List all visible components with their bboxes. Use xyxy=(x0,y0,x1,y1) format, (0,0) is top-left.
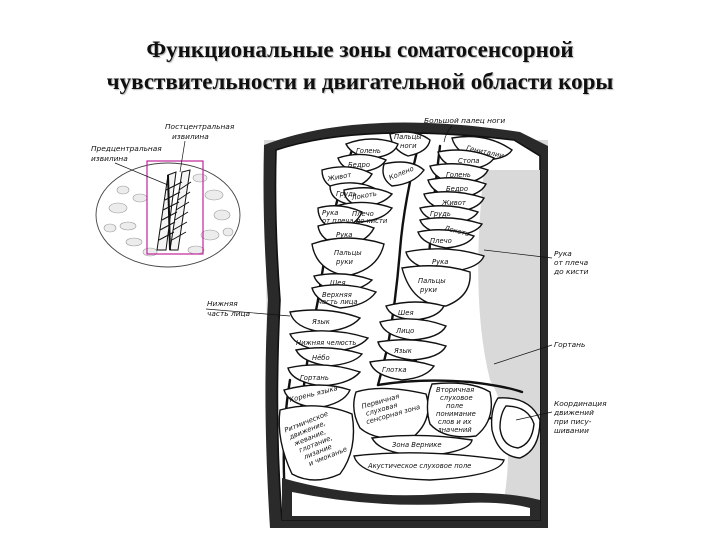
label-arm-outer-3: до кисти xyxy=(553,267,589,276)
motor-labels: Пальцы ноги Голень Бедро Колено Живот Гр… xyxy=(283,133,422,468)
label-lower-face-2: часть лица xyxy=(207,309,251,318)
gyrus-wernicke xyxy=(370,434,473,457)
label-tongue-s: Язык xyxy=(393,347,413,355)
gyrus-rhythm-m xyxy=(278,405,355,481)
slide-title-line-2: чувствительности и двигательной области … xyxy=(106,69,614,94)
label-larynx-m: Гортань xyxy=(300,374,329,382)
label-arm-m-2: от плеча до кисти xyxy=(322,217,388,225)
label-lower-face-1: Нижняя xyxy=(207,299,238,308)
inset-postcentral-label-1: Постцентральная xyxy=(165,122,235,131)
label-palate-m: Нёбо xyxy=(312,354,330,362)
label-face-m-1: Верхняя xyxy=(322,291,352,299)
label-neck-m: Шея xyxy=(330,279,346,287)
gyrus-fingers-m xyxy=(311,237,385,277)
label-tongue-m: Язык xyxy=(311,318,331,326)
label-fingers-s-1: Пальцы xyxy=(418,277,446,285)
label-toes-1: Пальцы xyxy=(394,133,422,141)
label-jaw-m: Нижняя челюсть xyxy=(296,339,356,347)
inset-brain: Постцентральная извилина Предцентральная… xyxy=(91,122,241,268)
gyrus-face-m xyxy=(311,284,378,309)
label-arm-outer-2: от плеча xyxy=(554,258,589,267)
label-chest-s: Грудь xyxy=(430,210,451,218)
label-neck-s: Шея xyxy=(398,309,414,317)
label-fingers-m-1: Пальцы xyxy=(334,249,362,257)
lateral-sulcus xyxy=(376,379,524,394)
gyrus-elbow-m xyxy=(343,187,394,207)
label-abdomen-s: Живот xyxy=(441,199,467,207)
label-aud-secondary-1: Вторичная xyxy=(436,386,474,394)
label-shoulder-s: Плечо xyxy=(430,237,452,245)
outer-labels: Большой палец ноги Рука от плеча до кист… xyxy=(205,116,607,435)
inset-selection-box xyxy=(146,160,204,255)
label-coord-4: шивании xyxy=(554,426,589,435)
label-wernicke: Зона Вернике xyxy=(392,441,442,449)
gyrus-knee xyxy=(382,161,425,187)
label-aud-secondary-4: понимание xyxy=(436,410,476,418)
slide-title: Функциональные зоны соматосенсорной чувс… xyxy=(0,34,720,98)
gyrus-face-s xyxy=(379,318,447,341)
label-aud-secondary-6: значений xyxy=(438,426,472,434)
inset-precentral-label-2: извилина xyxy=(91,154,128,163)
label-auditory-field: Акустическое слуховое поле xyxy=(367,462,471,470)
label-throat-s: Глотка xyxy=(382,366,407,374)
gyrus-neck-s xyxy=(385,301,446,321)
label-coord-3: при пису- xyxy=(554,417,592,426)
label-fingers-m-2: руки xyxy=(335,258,353,266)
cortex-lower-white xyxy=(292,492,530,516)
gyrus-fingers-s xyxy=(401,265,471,307)
label-foot: Стопа xyxy=(458,157,479,165)
label-face-m-2: часть лица xyxy=(318,298,358,306)
label-shin-m: Голень xyxy=(356,147,381,155)
inset-leader-lines xyxy=(114,140,186,186)
gyrus-larynx-m xyxy=(287,364,362,387)
gyrus-shin-m xyxy=(345,138,399,159)
gyrus-throat-s xyxy=(369,359,436,381)
label-aud-secondary-3: поле xyxy=(446,402,463,410)
label-face-s: Лицо xyxy=(395,327,414,335)
label-arm-outer-1: Рука xyxy=(554,249,572,258)
gyrus-cerebellum-inner xyxy=(499,405,535,449)
inset-postcentral-label-2: извилина xyxy=(172,132,209,141)
gyrus-shoulder-s xyxy=(417,229,476,249)
cortex-section xyxy=(263,122,548,528)
label-hand-s: Рука xyxy=(432,258,448,266)
temporal-gyri xyxy=(353,382,541,481)
label-aud-secondary-2: слуховое xyxy=(440,394,473,402)
label-hand-m: Рука xyxy=(336,231,352,239)
label-shoulder-m: Плечо xyxy=(352,210,374,218)
label-rhythm-group: Ритмическое движение, жевание, глотание,… xyxy=(283,410,348,468)
gyrus-auditory-secondary xyxy=(426,382,493,438)
motor-gyri xyxy=(278,131,431,481)
label-toes-2: ноги xyxy=(400,142,417,150)
inset-central-gyri xyxy=(156,169,192,251)
gyrus-tongue-m xyxy=(289,309,362,333)
gyrus-jaw-m xyxy=(289,330,370,353)
outer-leader-lines xyxy=(205,125,553,421)
slide-title-line-1: Функциональные зоны соматосенсорной xyxy=(146,37,574,62)
label-thigh-m: Бедро xyxy=(348,161,370,169)
label-larynx-outer: Гортань xyxy=(554,340,585,349)
gyrus-palate-m xyxy=(294,347,364,367)
gyrus-swallow-m xyxy=(283,384,351,409)
label-coord-1: Координация xyxy=(554,399,607,408)
inset-precentral-label-1: Предцентральная xyxy=(91,144,162,153)
label-aud-secondary-5: слов и их xyxy=(438,418,472,426)
label-arm-m-1: Рука xyxy=(322,209,338,217)
label-coord-2: движений xyxy=(553,408,594,417)
label-thigh-s: Бедро xyxy=(446,185,468,193)
label-chest-m: Грудь xyxy=(336,190,357,198)
sensory-gyri xyxy=(369,135,513,381)
gyrus-auditory-field xyxy=(353,452,505,481)
label-fingers-s-2: руки xyxy=(419,286,437,294)
label-big-toe: Большой палец ноги xyxy=(424,116,505,125)
label-shin-s: Голень xyxy=(446,171,471,179)
inset-gyri-texture xyxy=(103,173,234,257)
gyrus-tongue-s xyxy=(377,339,447,361)
